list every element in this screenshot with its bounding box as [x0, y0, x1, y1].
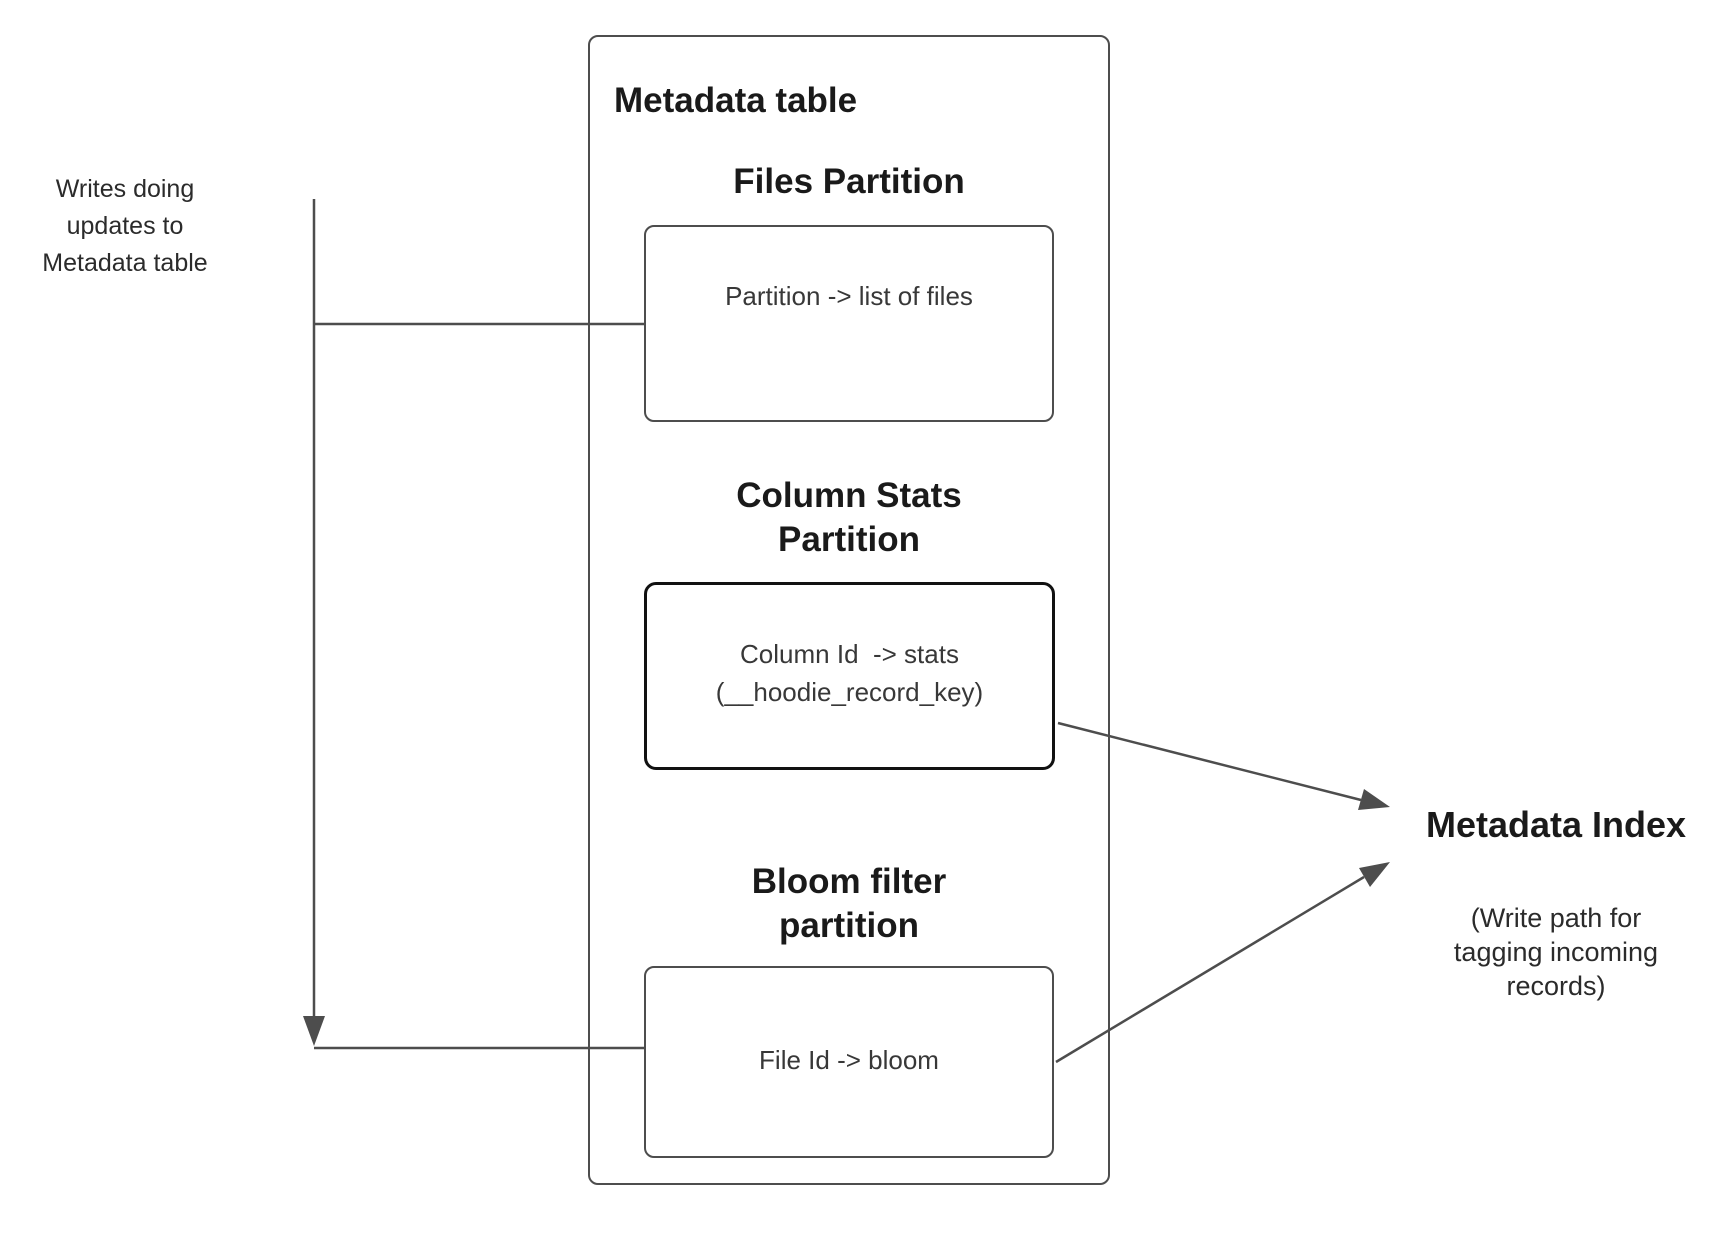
bloom-filter-partition-box: File Id -> bloom	[644, 966, 1054, 1158]
metadata-table-box: Metadata table Files Partition Partition…	[588, 35, 1110, 1185]
metadata-index-subtitle: (Write path for tagging incoming records…	[1453, 903, 1659, 1001]
writes-updates-note: Writes doing updates to Metadata table	[42, 175, 208, 277]
column-stats-partition-heading: Column Stats Partition	[736, 476, 962, 559]
bloom-filter-partition-body: File Id -> bloom	[759, 1045, 939, 1075]
files-partition-box: Partition -> list of files	[644, 225, 1054, 422]
down-arrowhead-icon	[303, 1016, 325, 1046]
files-partition-body: Partition -> list of files	[725, 281, 973, 311]
metadata-table-title: Metadata table	[614, 81, 858, 120]
bloom-filter-partition-heading: Bloom filter partition	[751, 862, 947, 945]
stats-to-index-arrowhead-icon	[1358, 789, 1390, 810]
bloom-to-index-arrowhead-icon	[1359, 862, 1390, 887]
metadata-index-title: Metadata Index	[1425, 804, 1687, 845]
files-partition-heading: Files Partition	[733, 162, 965, 201]
column-stats-partition-body: Column Id -> stats (__hoodie_record_key)	[715, 639, 984, 707]
column-stats-partition-box: Column Id -> stats (__hoodie_record_key)	[644, 582, 1055, 770]
